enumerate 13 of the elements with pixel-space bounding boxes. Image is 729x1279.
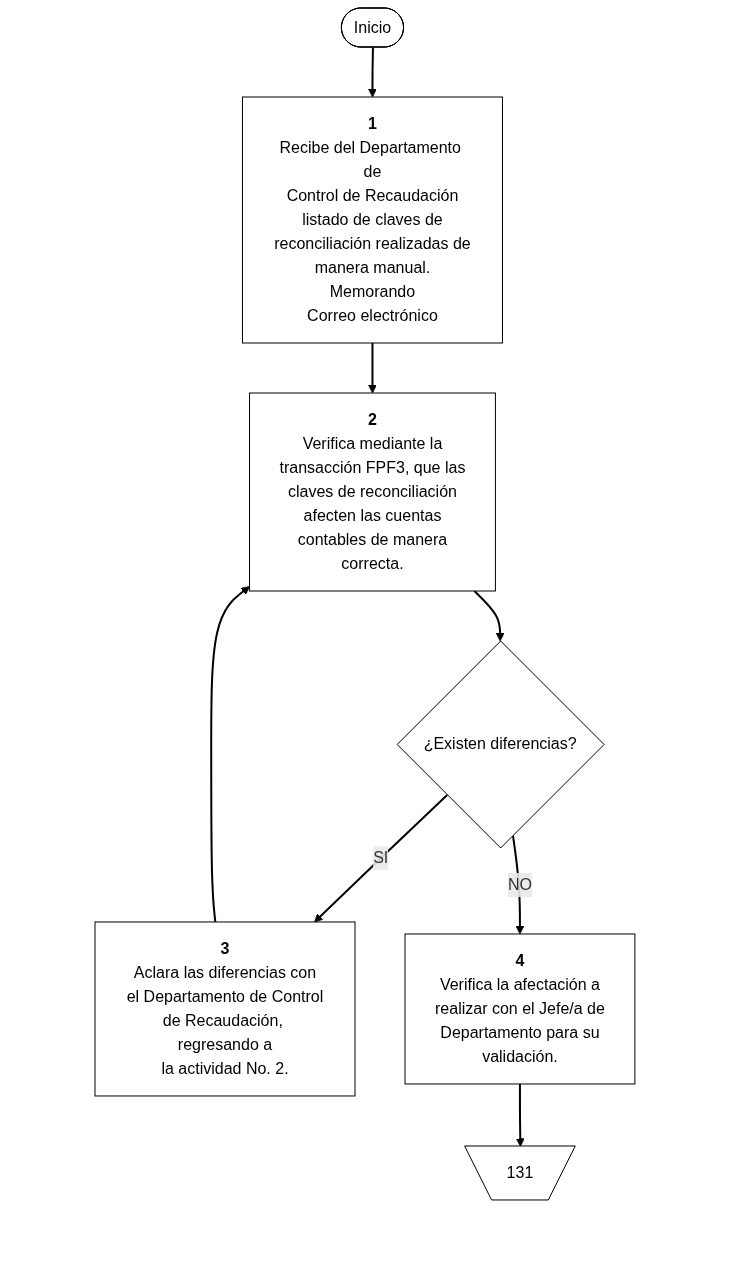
node-box: 4 Verifica la afectación a realizar con el Jefe/a de Departamento para su validación. (404, 933, 635, 1085)
arrow (367, 342, 377, 394)
node-diamond: ¿Existen diferencias? (396, 640, 605, 849)
node-box: 1 Recibe del Departamento de Control de Recaudación listado de claves de reconciliación realizadas de manera manual. Memorando Correo electrónico (241, 96, 503, 344)
node-box: 3 Aclara las diferencias con el Departamento de Control de Recaudación, regresando a la actividad No. 2. (94, 921, 356, 1097)
arrow (209, 586, 250, 923)
node-box: 2 Verifica mediante la transacción FPF3, que las claves de reconciliación afecten las cuentas contables de manera correcta. (248, 392, 496, 592)
arrow (515, 1082, 525, 1147)
edge-label: NO (507, 875, 532, 893)
arrow (367, 46, 377, 98)
edge-label: SI (372, 849, 388, 867)
arrow (313, 793, 448, 923)
arrow (473, 590, 505, 642)
